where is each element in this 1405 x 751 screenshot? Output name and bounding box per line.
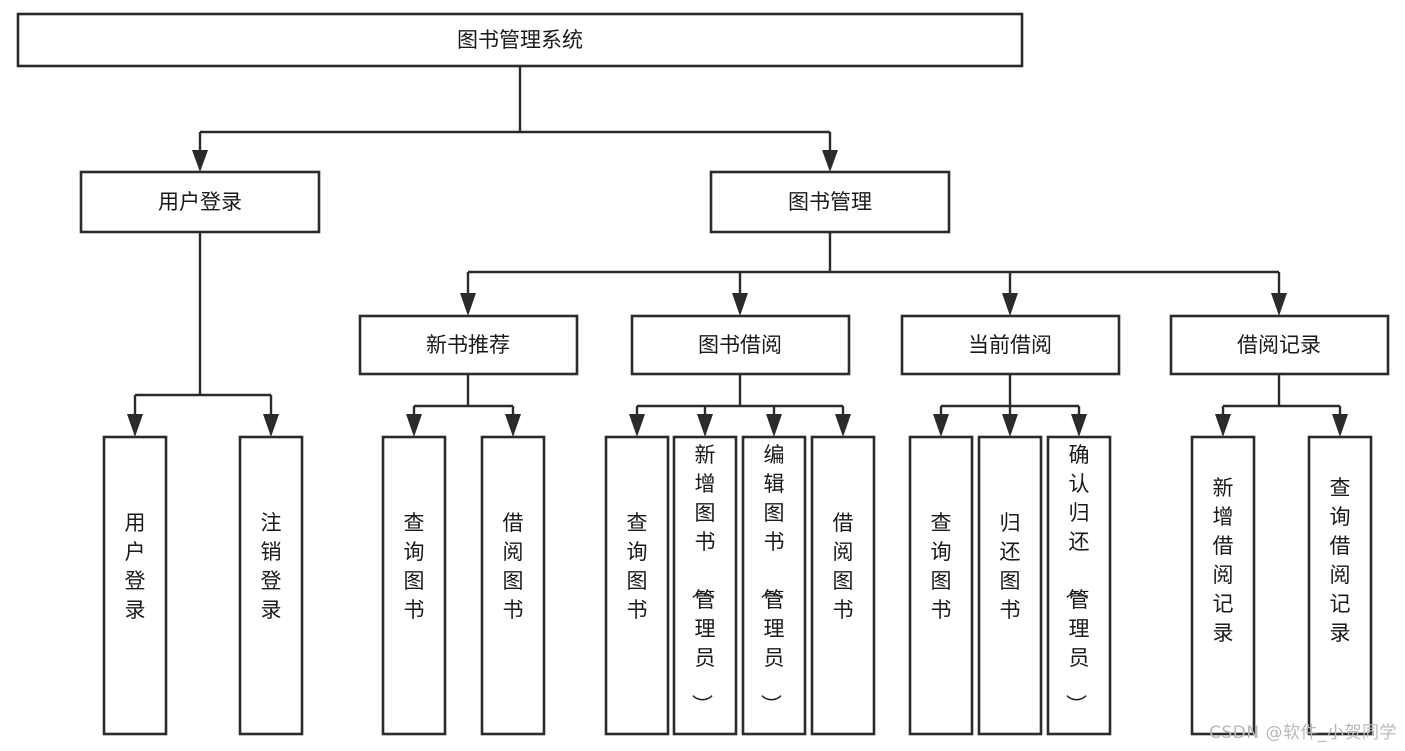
arrow-head-icon [1332,414,1348,437]
node-leaf-query-book-3-label: 查询图书 [931,511,952,622]
arrow-head-icon [629,414,645,437]
node-leaf-add-book[interactable]: 新增图书（管理员） [672,435,738,736]
node-leaf-edit-book-box[interactable] [741,435,807,736]
arrow-head-icon [1002,293,1018,316]
connector-new-book-rec-to-leaves [406,374,521,437]
node-leaf-query-book-3[interactable]: 查询图书 [908,435,974,736]
node-leaf-user-login-box[interactable] [102,435,168,736]
node-new-book-rec-box[interactable] [358,314,579,376]
node-user-login-label: 用户登录 [158,190,242,214]
node-user-login-box[interactable] [79,170,321,234]
node-book-borrow-label: 图书借阅 [698,333,782,357]
node-leaf-borrow-book-1-label: 借阅图书 [503,511,524,622]
arrow-head-icon [460,293,476,316]
node-leaf-confirm-return-label: 确认归还（管理员） [1064,443,1090,715]
node-borrow-record[interactable]: 借阅记录 [1169,314,1390,376]
node-leaf-edit-book[interactable]: 编辑图书（管理员） [741,435,807,736]
arrow-head-icon [697,414,713,437]
node-leaf-user-login[interactable]: 用户登录 [102,435,168,736]
node-leaf-query-record[interactable]: 查询借阅记录 [1307,435,1373,736]
node-new-book-rec-label: 新书推荐 [426,333,510,357]
node-borrow-record-label: 借阅记录 [1237,333,1321,357]
arrow-head-icon [822,150,838,172]
node-user-login[interactable]: 用户登录 [79,170,321,234]
node-leaf-query-record-box[interactable] [1307,435,1373,736]
node-leaf-confirm-return-box[interactable] [1046,435,1112,736]
node-book-borrow-box[interactable] [630,314,851,376]
connector-current-borrow-to-leaves [933,374,1087,437]
node-current-borrow[interactable]: 当前借阅 [900,314,1121,376]
node-current-borrow-box[interactable] [900,314,1121,376]
node-leaf-add-book-box[interactable] [672,435,738,736]
connector-user-login-to-leaves [127,232,279,437]
arrow-head-icon [766,414,782,437]
arrow-head-icon [505,414,521,437]
node-leaf-query-book-3-box[interactable] [908,435,974,736]
node-leaf-user-login-label: 用户登录 [125,511,146,622]
node-leaf-query-book-1-label: 查询图书 [404,511,425,622]
node-leaf-borrow-book-1[interactable]: 借阅图书 [480,435,546,736]
node-current-borrow-label: 当前借阅 [968,333,1052,357]
connector-borrow-record-to-leaves [1215,374,1348,437]
node-leaf-return-book-box[interactable] [977,435,1043,736]
node-leaf-query-book-2-label: 查询图书 [627,511,648,622]
node-leaf-add-record[interactable]: 新增借阅记录 [1190,435,1256,736]
arrow-head-icon [263,414,279,437]
node-leaf-add-record-label: 新增借阅记录 [1213,476,1234,645]
node-book-manage-label: 图书管理 [788,190,872,214]
node-leaf-borrow-book-1-box[interactable] [480,435,546,736]
arrow-head-icon [406,414,422,437]
node-leaf-add-record-box[interactable] [1190,435,1256,736]
arrow-head-icon [1071,414,1087,437]
node-leaf-borrow-book-2-label: 借阅图书 [833,511,854,622]
node-leaf-logout[interactable]: 注销登录 [238,435,304,736]
arrow-head-icon [192,150,208,172]
node-leaf-return-book-label: 归还图书 [1000,511,1021,622]
node-root-label: 图书管理系统 [457,28,583,52]
connector-book-borrow-to-leaves [629,374,851,437]
arrow-head-icon [1002,414,1018,437]
arrow-head-icon [835,414,851,437]
node-leaf-logout-label: 注销登录 [261,511,282,622]
node-leaf-query-book-2[interactable]: 查询图书 [604,435,670,736]
node-leaf-edit-book-label: 编辑图书（管理员） [759,443,785,715]
node-new-book-rec[interactable]: 新书推荐 [358,314,579,376]
node-leaf-query-record-label: 查询借阅记录 [1330,476,1351,645]
arrow-head-icon [1215,414,1231,437]
node-leaf-return-book[interactable]: 归还图书 [977,435,1043,736]
arrow-head-icon [732,293,748,316]
csdn-watermark: CSDN @软件_小贺同学 [1209,723,1397,743]
arrow-head-icon [127,414,143,437]
node-book-manage[interactable]: 图书管理 [709,170,951,234]
arrow-head-icon [1271,293,1287,316]
node-borrow-record-box[interactable] [1169,314,1390,376]
node-book-manage-box[interactable] [709,170,951,234]
node-leaf-query-book-1[interactable]: 查询图书 [381,435,447,736]
node-root-box[interactable] [16,12,1024,68]
connector-root-to-level2 [192,66,838,172]
node-leaf-query-book-1-box[interactable] [381,435,447,736]
node-leaf-borrow-book-2[interactable]: 借阅图书 [810,435,876,736]
node-leaf-query-book-2-box[interactable] [604,435,670,736]
node-book-borrow[interactable]: 图书借阅 [630,314,851,376]
arrow-head-icon [933,414,949,437]
node-leaf-logout-box[interactable] [238,435,304,736]
connector-book-manage-to-level3 [460,232,1287,316]
node-leaf-add-book-label: 新增图书（管理员） [690,443,716,715]
node-root[interactable]: 图书管理系统 [16,12,1024,68]
node-leaf-confirm-return[interactable]: 确认归还（管理员） [1046,435,1112,736]
node-leaf-borrow-book-2-box[interactable] [810,435,876,736]
